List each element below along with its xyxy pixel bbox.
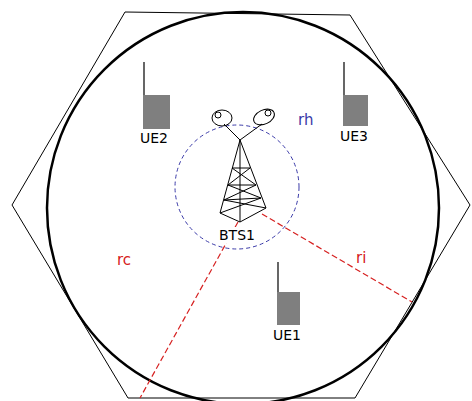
station-label: BTS1 bbox=[218, 227, 256, 243]
phone-symbol bbox=[277, 262, 300, 325]
device-label: UE2 bbox=[139, 130, 169, 146]
phone-symbol bbox=[143, 62, 170, 129]
device-label: UE1 bbox=[272, 327, 302, 343]
radius-label: rh bbox=[297, 112, 314, 128]
radius-label: ri bbox=[355, 250, 367, 266]
radius-line bbox=[140, 222, 238, 398]
device-label: UE3 bbox=[339, 128, 369, 144]
radius-label: rc bbox=[116, 252, 132, 268]
hexagon-cell bbox=[12, 12, 470, 398]
phone-symbol bbox=[343, 62, 368, 126]
radius-line bbox=[262, 214, 412, 302]
handover-circle bbox=[175, 125, 299, 249]
tower-symbol bbox=[212, 106, 277, 222]
coverage-circle bbox=[47, 12, 439, 401]
